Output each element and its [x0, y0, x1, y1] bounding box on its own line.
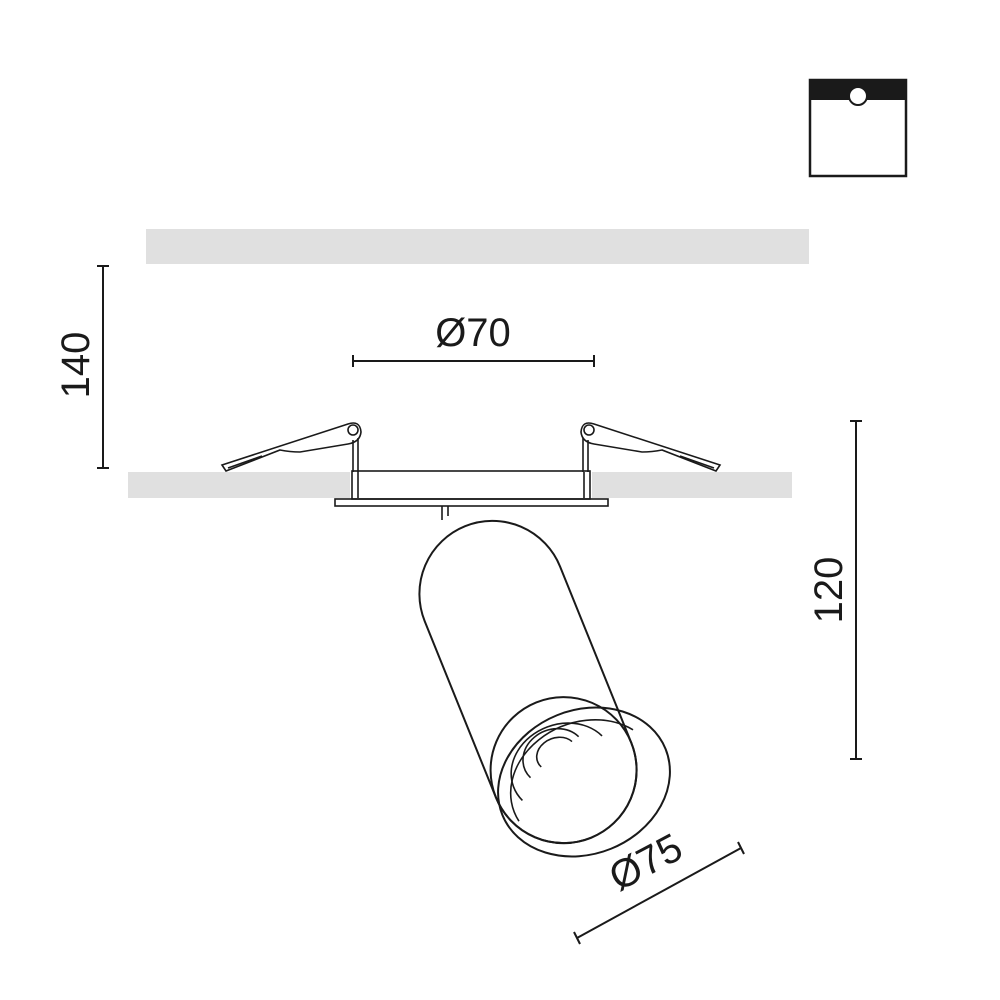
lamp-front-face [497, 706, 671, 858]
upper-slab [146, 229, 809, 264]
dimension-label-120: 120 [807, 557, 851, 624]
dimension-body-75: Ø75 [573, 825, 745, 945]
lamp-cylinder [418, 519, 638, 845]
dimension-height-140: 140 [54, 265, 109, 469]
ceiling-panel-right [592, 472, 792, 498]
dimension-label-75: Ø75 [602, 825, 689, 899]
dimension-cutout-70: Ø70 [352, 311, 595, 367]
dimension-label-140: 140 [54, 332, 98, 399]
ceiling-panel-left [128, 472, 350, 498]
mounting-housing [334, 470, 609, 507]
dimension-height-120: 120 [807, 420, 862, 760]
dimension-label-70: Ø70 [435, 311, 511, 355]
spring-clip-right [580, 422, 722, 472]
lamp-stem [441, 506, 449, 520]
spring-clip-left [220, 422, 362, 472]
recessed-mounting-icon [808, 78, 908, 178]
